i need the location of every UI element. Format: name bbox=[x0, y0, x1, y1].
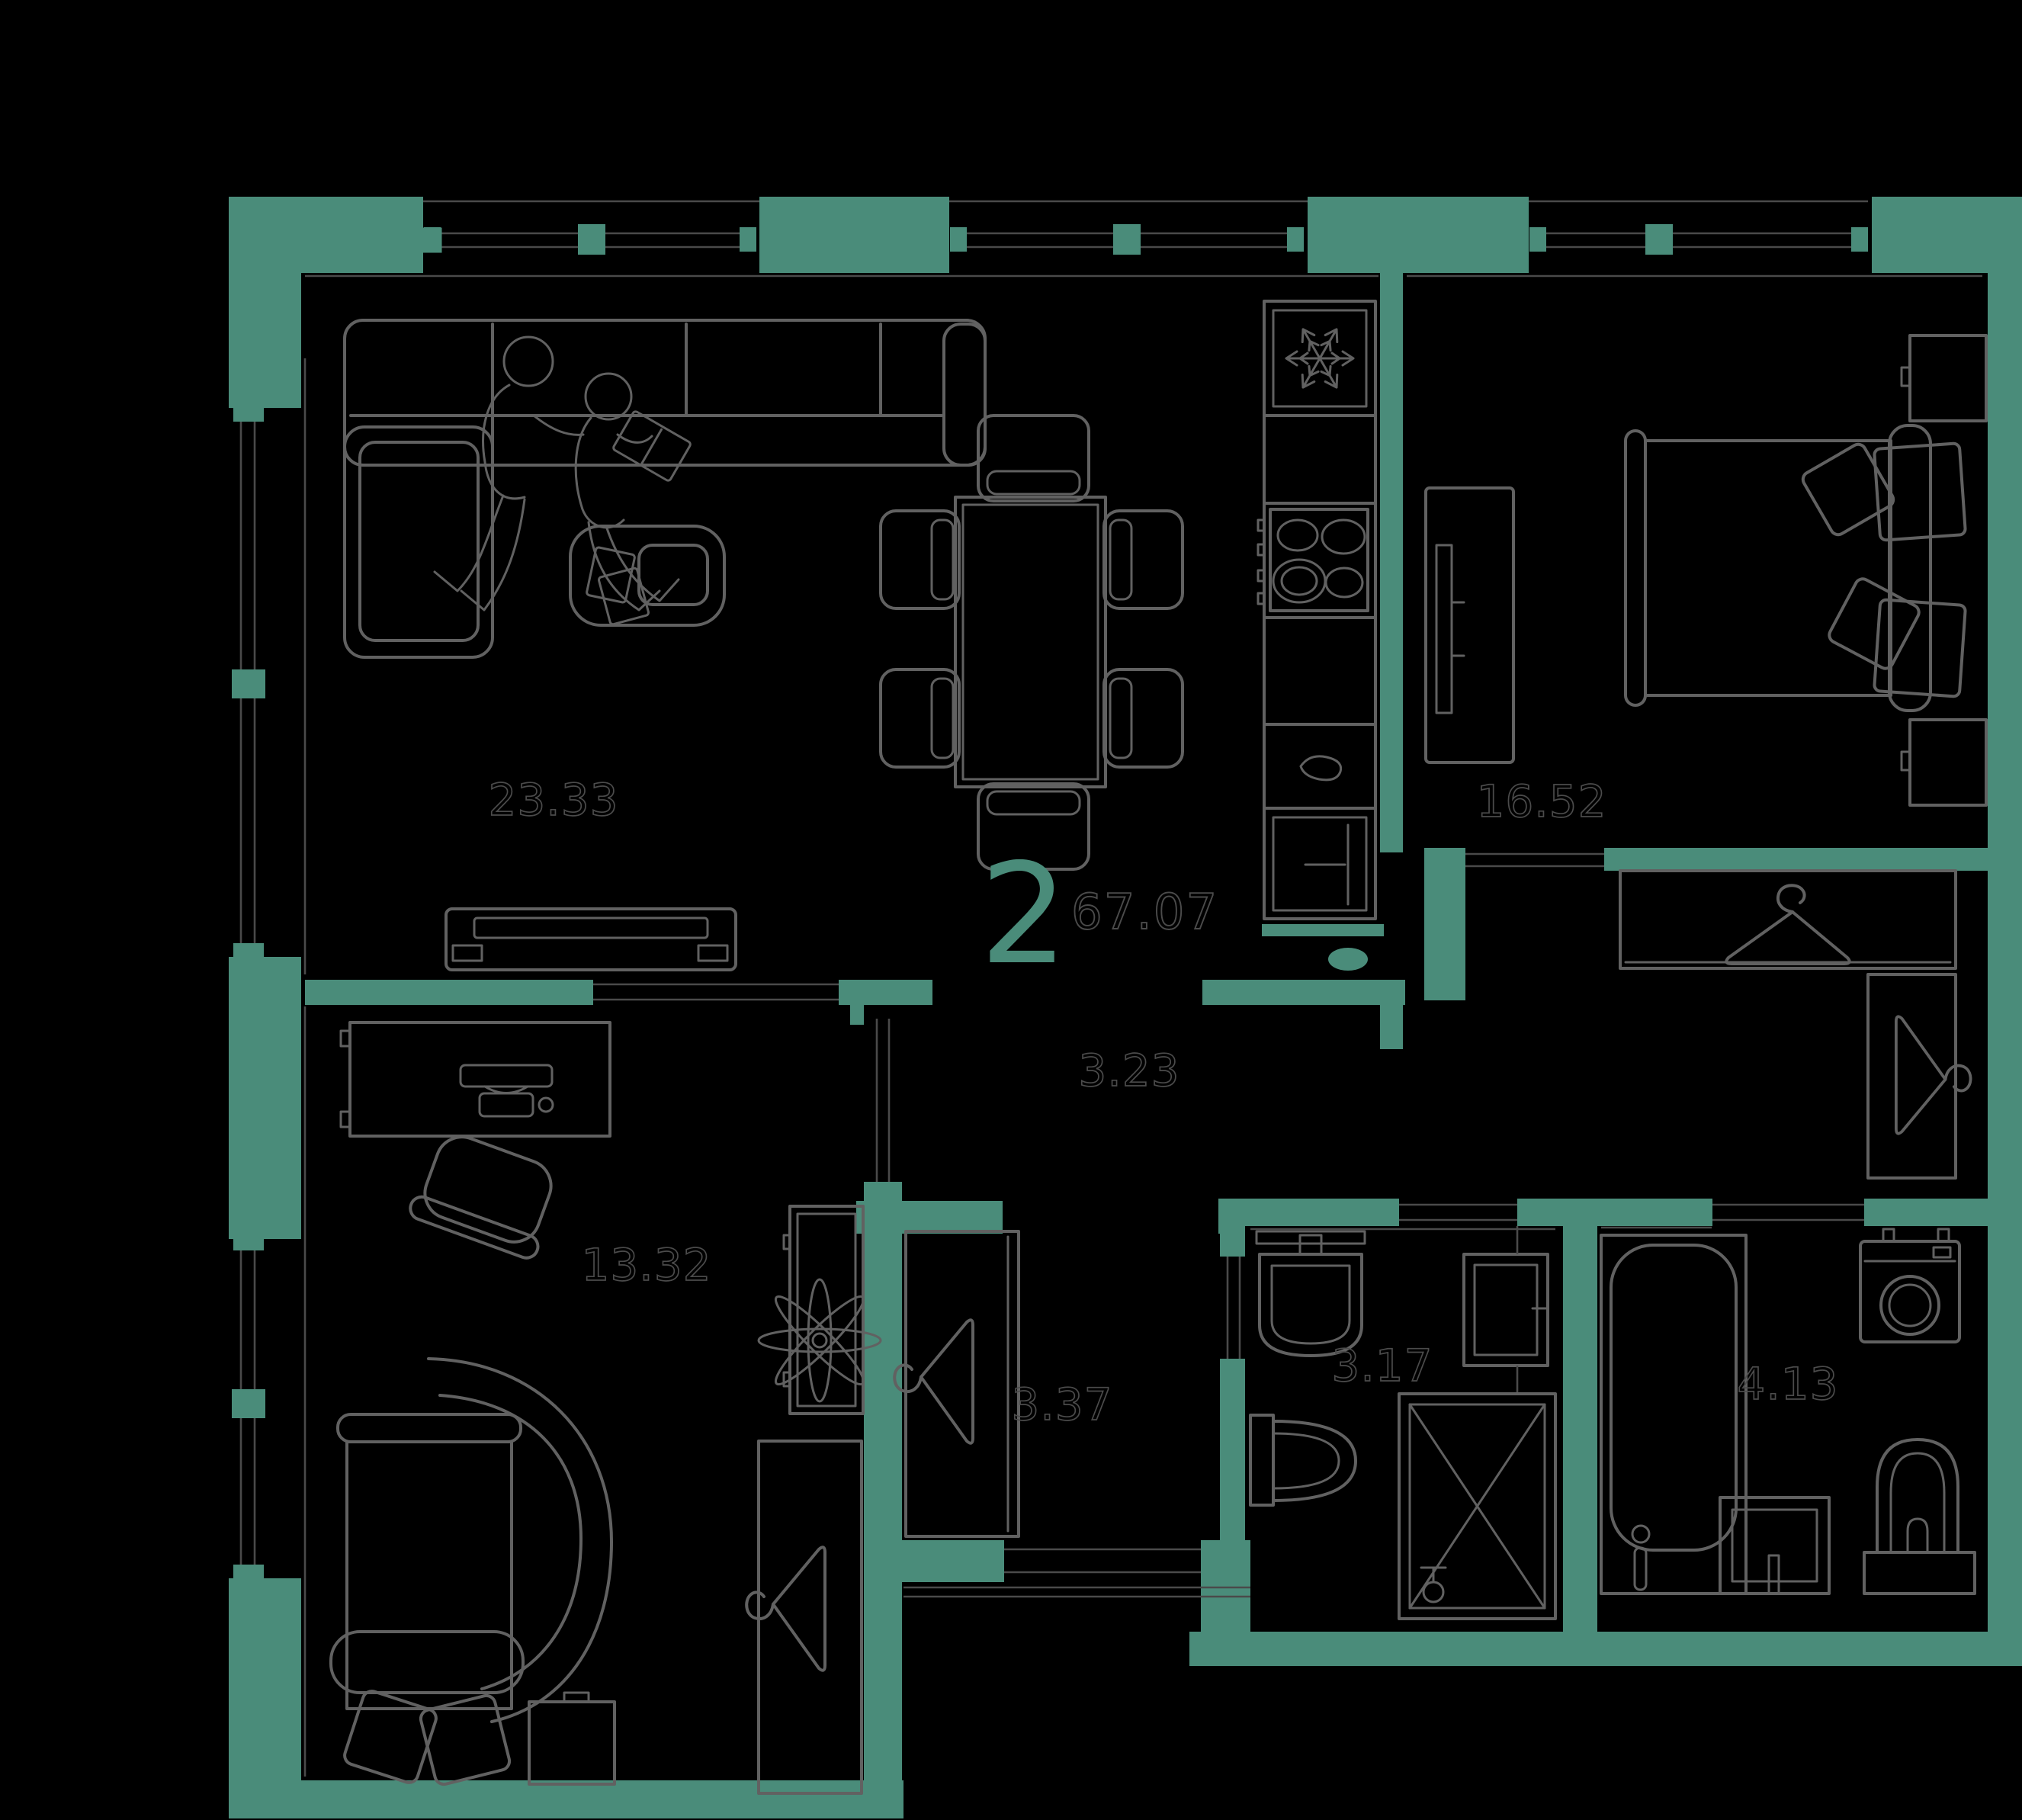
wall-segment bbox=[1864, 1199, 1988, 1226]
wall-segment bbox=[839, 980, 932, 1005]
bathroom-sink bbox=[1719, 1496, 1831, 1595]
wall-segment bbox=[759, 197, 949, 273]
double-bed bbox=[1624, 424, 1967, 712]
office-nightstand bbox=[528, 1691, 616, 1786]
wall-segment bbox=[305, 980, 593, 1005]
bedroom bbox=[1424, 334, 1988, 807]
wall-segment bbox=[1380, 1005, 1403, 1049]
wall-segment bbox=[229, 1780, 903, 1818]
people-on-sofa bbox=[433, 335, 692, 611]
shower-cabin bbox=[1398, 1392, 1557, 1620]
wall-segment bbox=[1308, 197, 1529, 273]
nightstand-top bbox=[1900, 334, 1988, 422]
room-area-label-bath: 4.13 bbox=[1737, 1358, 1838, 1410]
entry-vestibule bbox=[893, 1230, 1020, 1538]
office-bed bbox=[329, 1357, 613, 1786]
desk bbox=[339, 1021, 611, 1138]
wardrobe-wide bbox=[1619, 869, 1957, 970]
wall-segment bbox=[864, 1182, 902, 1818]
room-area-label-entry: 3.37 bbox=[1011, 1379, 1112, 1430]
monitor bbox=[459, 1064, 554, 1088]
entry-wardrobe bbox=[893, 1230, 1020, 1538]
bedroom-tv-dresser bbox=[1424, 486, 1515, 764]
wall-segment bbox=[1424, 848, 1465, 1000]
toilet bbox=[1249, 1414, 1357, 1507]
bathtub bbox=[1600, 1234, 1748, 1595]
facade-lines bbox=[303, 200, 1982, 1777]
toilet bbox=[1863, 1438, 1976, 1595]
book bbox=[612, 410, 692, 482]
coffee-table bbox=[569, 525, 726, 627]
plant bbox=[757, 1278, 882, 1403]
window-office-left bbox=[232, 1235, 265, 1580]
kitchen bbox=[1257, 300, 1377, 920]
keyboard bbox=[478, 1092, 534, 1118]
total-area-label: 67.07 bbox=[1071, 884, 1218, 941]
wall-segment bbox=[1201, 1540, 1250, 1632]
nightstand-bottom bbox=[1900, 718, 1988, 807]
stove bbox=[1257, 508, 1369, 612]
wall-segment bbox=[1262, 924, 1384, 936]
fridge bbox=[1272, 309, 1368, 408]
room-area-label-bedroom: 16.52 bbox=[1476, 775, 1606, 827]
wall-segment bbox=[1380, 273, 1403, 852]
room-area-label-office: 13.32 bbox=[581, 1239, 711, 1291]
wall-segment bbox=[1220, 1359, 1245, 1540]
window-living-left bbox=[232, 406, 265, 958]
wall-segment bbox=[229, 957, 301, 1239]
kitchen-cabinet bbox=[1272, 816, 1368, 912]
labels: 2 67.07 23.33 16.52 13.32 3.23 3.37 3.17… bbox=[488, 773, 1839, 1431]
sofa bbox=[343, 319, 987, 659]
wall-segment bbox=[1988, 197, 2022, 1666]
door-openings bbox=[593, 852, 1864, 1598]
kitchen-accent bbox=[1328, 948, 1368, 971]
window-bedroom-top bbox=[1529, 224, 1868, 255]
wall-segment bbox=[229, 1578, 301, 1818]
office-room bbox=[329, 1021, 882, 1795]
wall-segment bbox=[850, 1005, 864, 1025]
wall-segment bbox=[1189, 1632, 2022, 1666]
shower-room bbox=[1249, 1226, 1557, 1620]
wardrobe-corner bbox=[1866, 973, 1972, 1180]
bathroom-sink bbox=[1258, 1234, 1363, 1357]
wall-segment bbox=[856, 1201, 1003, 1234]
room-area-label-living: 23.33 bbox=[488, 774, 618, 826]
window-living-top bbox=[422, 224, 756, 255]
office-wardrobe bbox=[745, 1440, 863, 1795]
mirror bbox=[1255, 1230, 1366, 1245]
bathroom bbox=[1600, 1228, 1976, 1595]
washing-machine bbox=[1859, 1228, 1961, 1343]
dressing-area bbox=[1619, 869, 1972, 1180]
wall-segment bbox=[1604, 848, 1988, 871]
wall-segment bbox=[902, 1540, 1004, 1582]
desk-chair bbox=[409, 1135, 553, 1260]
room-area-label-hallway: 3.23 bbox=[1078, 1045, 1180, 1096]
apartment-type-label: 2 bbox=[980, 833, 1068, 995]
wall-segment bbox=[1202, 980, 1405, 1005]
room-area-label-shower: 3.17 bbox=[1331, 1340, 1433, 1391]
wall-segment bbox=[1563, 1226, 1597, 1632]
kitchen-sink bbox=[1299, 755, 1343, 782]
door-leaf bbox=[1462, 1226, 1549, 1394]
wall-segment bbox=[1517, 1199, 1712, 1226]
office-shelf bbox=[782, 1205, 865, 1415]
tv-console bbox=[445, 907, 737, 971]
mouse bbox=[538, 1096, 554, 1113]
wall-segment bbox=[1218, 1199, 1399, 1226]
living-room bbox=[343, 319, 1184, 971]
windows bbox=[232, 224, 1868, 1580]
wall-segment bbox=[1220, 1226, 1245, 1257]
dining-set bbox=[879, 414, 1184, 871]
walls bbox=[229, 197, 2022, 1818]
wall-segment bbox=[229, 197, 301, 408]
window-kitchen-top bbox=[950, 224, 1304, 255]
